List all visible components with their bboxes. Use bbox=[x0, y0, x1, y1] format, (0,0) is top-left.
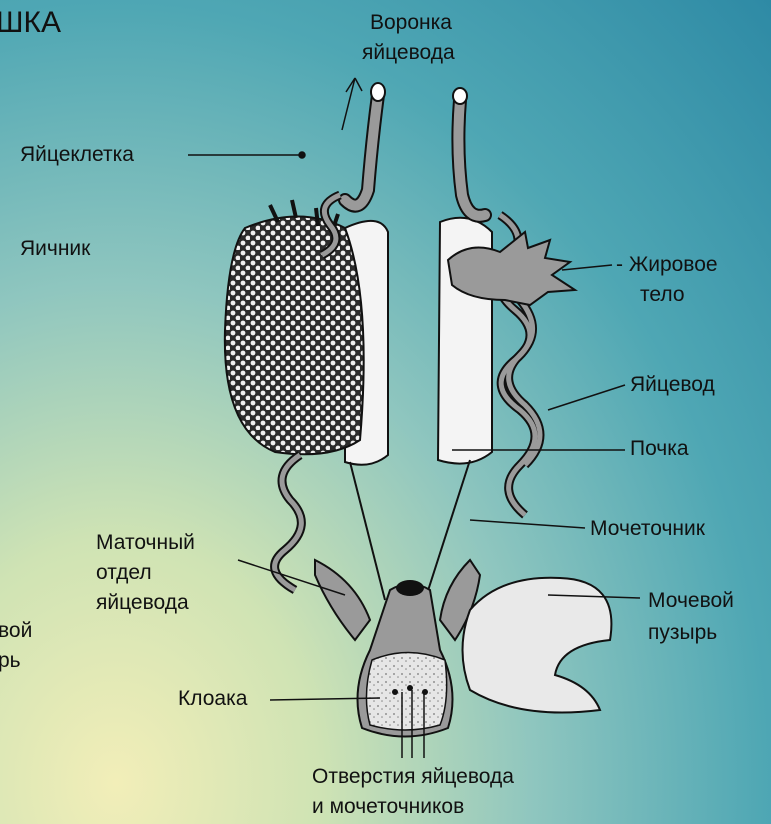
label-oviduct: Яйцевод bbox=[630, 372, 715, 397]
label-openings-line1: Отверстия яйцевода bbox=[312, 764, 514, 789]
label-kidney: Почка bbox=[630, 436, 689, 461]
bladder bbox=[463, 578, 612, 713]
label-funnel-line1: Воронка bbox=[370, 10, 452, 35]
label-ureter: Мочеточник bbox=[590, 516, 705, 541]
label-uterine-line2: отдел bbox=[96, 560, 152, 585]
label-bladder-line2: пузырь bbox=[648, 620, 717, 645]
label-egg: Яйцеклетка bbox=[20, 142, 134, 167]
label-fat-body-line1: - Жировое bbox=[616, 252, 718, 277]
label-ovary: Яичник bbox=[20, 236, 90, 261]
label-openings-line2: и мочеточников bbox=[312, 794, 464, 819]
uterine-left bbox=[315, 560, 370, 640]
label-bladder-line1: Мочевой bbox=[648, 588, 734, 613]
label-fat-body-line2: тело bbox=[640, 282, 685, 307]
ovary bbox=[225, 217, 364, 455]
label-cloaca: Клоака bbox=[178, 686, 247, 711]
label-uterine-line1: Маточный bbox=[96, 530, 195, 555]
label-funnel-line2: яйцевода bbox=[362, 40, 455, 65]
label-uterine-line3: яйцевода bbox=[96, 590, 189, 615]
